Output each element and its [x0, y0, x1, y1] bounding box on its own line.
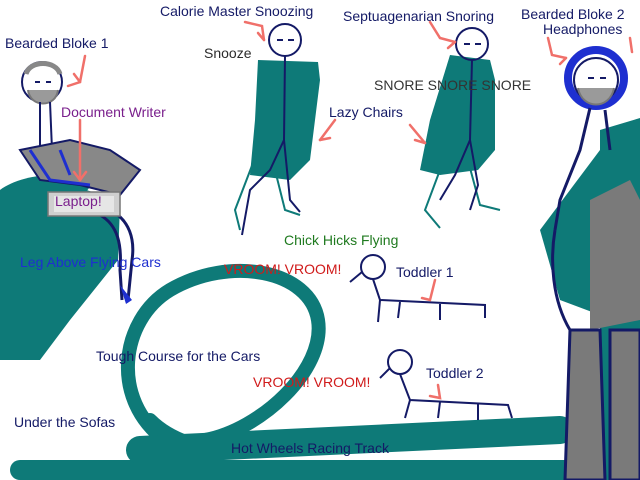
septuagenarian-label: Septuagenarian Snoring	[343, 8, 495, 24]
annotation-arrows	[66, 20, 634, 400]
vroom-2-label: VROOM! VROOM!	[253, 374, 371, 390]
hot-wheels-label: Hot Wheels Racing Track	[231, 440, 389, 456]
tough-course-label: Tough Course for the Cars	[96, 348, 261, 364]
hot-wheels-track	[10, 264, 640, 480]
septuagenarian-figure	[439, 27, 489, 211]
calorie-master-label: Calorie Master Snoozing	[160, 3, 314, 19]
document-writer-label: Document Writer	[61, 104, 166, 120]
lazy-chairs-label: Lazy Chairs	[329, 104, 403, 120]
headphones-label: Headphones	[543, 21, 623, 37]
toddler-1-figure	[349, 254, 486, 323]
laptop-label: Laptop!	[55, 193, 102, 209]
bearded-bloke-1-label: Bearded Bloke 1	[5, 35, 109, 51]
vroom-1-label: VROOM! VROOM!	[224, 261, 342, 277]
chick-hicks-label: Chick Hicks Flying	[284, 232, 399, 248]
bearded-bloke-2-figure	[551, 46, 640, 480]
lazy-chair-right	[420, 55, 501, 229]
toddler-1-label: Toddler 1	[396, 264, 454, 280]
leg-above-label: Leg Above Flying Cars	[20, 254, 161, 270]
under-sofas-label: Under the Sofas	[14, 414, 116, 430]
bearded-bloke-1-figure	[18, 61, 142, 304]
calorie-master-figure	[241, 23, 302, 236]
toddler-2-figure	[379, 349, 513, 420]
snooze-label: Snooze	[204, 45, 252, 61]
bearded-bloke-2-label: Bearded Bloke 2	[521, 6, 625, 22]
toddler-2-label: Toddler 2	[426, 365, 484, 381]
laptop-figure	[47, 191, 121, 217]
snore-label: SNORE SNORE SNORE	[374, 77, 532, 93]
